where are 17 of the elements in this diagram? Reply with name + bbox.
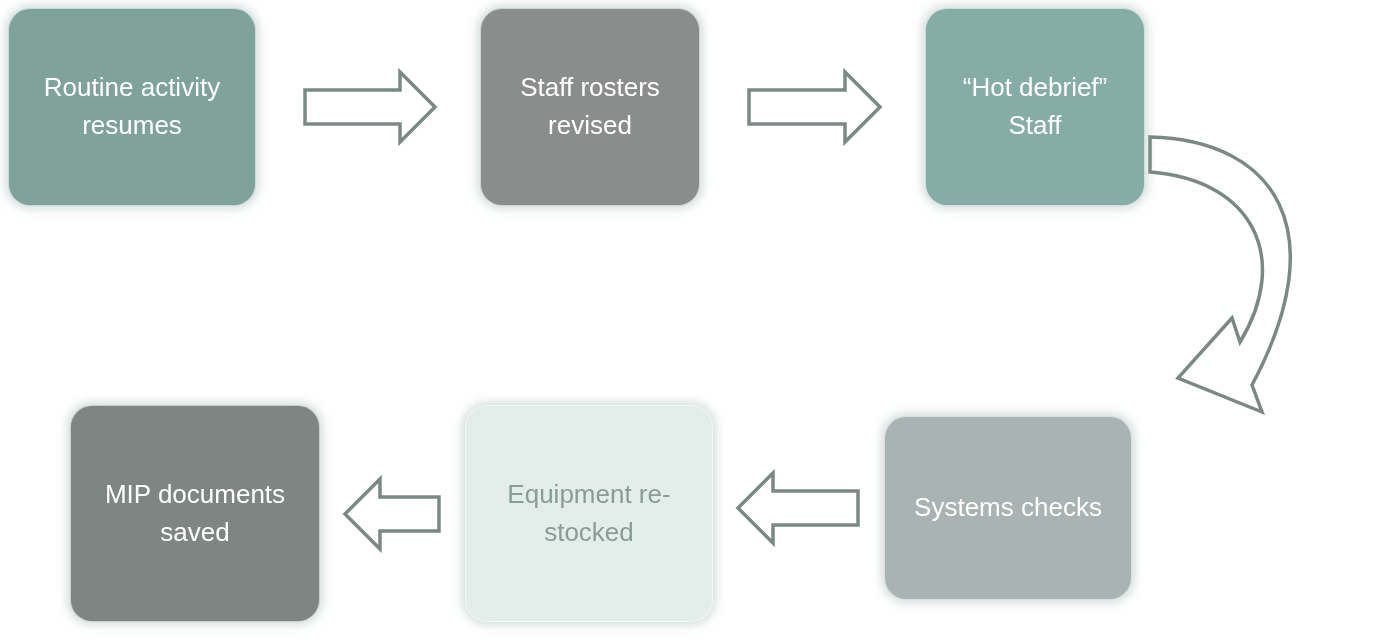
process-box xyxy=(70,405,320,622)
block-arrow xyxy=(747,67,883,147)
block-arrow xyxy=(342,474,441,554)
box-label: “Hot debrief” Staff xyxy=(961,71,1109,142)
block-arrow xyxy=(735,468,860,548)
curved-block-arrow xyxy=(1148,135,1292,414)
process-box xyxy=(480,8,700,206)
box-label: Routine activity resumes xyxy=(42,71,222,142)
box-label: Equipment re-stocked xyxy=(506,477,672,549)
process-box xyxy=(8,8,256,206)
process-box xyxy=(925,8,1145,206)
box-label: Staff rosters revised xyxy=(519,71,661,142)
process-box xyxy=(884,416,1132,600)
box-label: MIP documents saved xyxy=(103,477,287,549)
block-arrow xyxy=(303,67,438,147)
process-box xyxy=(465,405,713,622)
box-label: Systems checks xyxy=(914,491,1102,525)
